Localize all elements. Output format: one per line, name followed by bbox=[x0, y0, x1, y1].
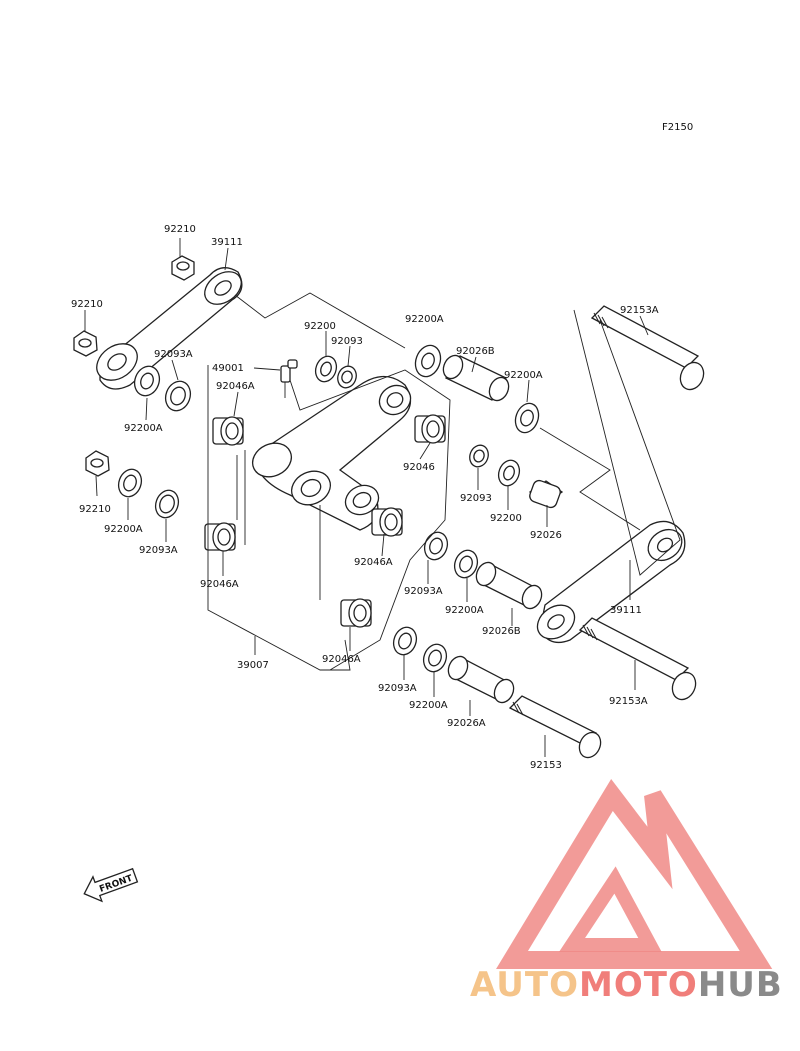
seal-92093A-upper bbox=[164, 380, 192, 412]
label-92200A-upper-left: 92200A bbox=[124, 423, 163, 434]
label-92093-mid: 92093 bbox=[460, 493, 492, 504]
svg-text:AUTOMOTOHUB: AUTOMOTOHUB bbox=[470, 965, 783, 1005]
watermark-triangle bbox=[496, 779, 773, 969]
watermark-logo: AUTOMOTOHUB bbox=[470, 779, 783, 1005]
nut-92210-top bbox=[171, 255, 195, 281]
nut-92210-left bbox=[73, 330, 98, 357]
label-39007: 39007 bbox=[237, 660, 269, 671]
washer-92200A-top bbox=[414, 344, 442, 378]
watermark-hub: HUB bbox=[698, 965, 783, 1005]
label-92026: 92026 bbox=[530, 530, 562, 541]
label-92093-top: 92093 bbox=[331, 336, 363, 347]
collar-92026A bbox=[447, 655, 515, 704]
watermark-auto: AUTO bbox=[470, 965, 579, 1005]
watermark-moto: MOTO bbox=[579, 965, 698, 1005]
label-92210-left: 92210 bbox=[71, 299, 103, 310]
bearing-92046 bbox=[414, 414, 446, 444]
seal-92093A-lower-left bbox=[154, 489, 180, 519]
rocker-arm bbox=[252, 375, 412, 531]
seal-92093-mid bbox=[469, 444, 489, 468]
collar-92026B-upper bbox=[442, 354, 510, 402]
label-92093A-lower-left: 92093A bbox=[139, 545, 178, 556]
label-leaders bbox=[84, 238, 649, 757]
label-49001: 49001 bbox=[212, 363, 244, 374]
washer-92200-top bbox=[314, 355, 338, 383]
front-arrow: FRONT bbox=[83, 867, 139, 903]
nut-92210-lower bbox=[85, 450, 110, 477]
label-92093A-upper: 92093A bbox=[154, 349, 193, 360]
collar-92026 bbox=[528, 479, 564, 509]
label-92046: 92046 bbox=[403, 462, 435, 473]
bolt-92153A-lower bbox=[578, 617, 697, 701]
label-92200A-right: 92200A bbox=[504, 370, 543, 381]
washer-92200A-right bbox=[514, 402, 540, 434]
bearing-92046A-upper bbox=[212, 416, 244, 446]
label-92026B-upper: 92026B bbox=[456, 346, 495, 357]
washer-92200A-upper-left bbox=[133, 365, 161, 397]
tie-rod-right bbox=[536, 520, 686, 644]
label-92093A-mid: 92093A bbox=[404, 586, 443, 597]
label-92046A-left: 92046A bbox=[200, 579, 239, 590]
label-39111-left: 39111 bbox=[211, 237, 243, 248]
label-92210-top: 92210 bbox=[164, 224, 196, 235]
part-labels: 92210 39111 92210 92093A 92200A 92200 92… bbox=[71, 224, 659, 771]
collar-92026B-lower bbox=[475, 561, 543, 610]
bearing-92046A-right bbox=[371, 507, 403, 537]
bolt-92153A-top bbox=[590, 305, 705, 391]
washer-92200A-lower-left bbox=[117, 468, 143, 498]
label-92046A-upper: 92046A bbox=[216, 381, 255, 392]
label-92026A: 92026A bbox=[447, 718, 486, 729]
bolt-92153 bbox=[508, 695, 602, 759]
label-92200A-mid: 92200A bbox=[445, 605, 484, 616]
label-92093A-bottom: 92093A bbox=[378, 683, 417, 694]
seal-92093-top bbox=[337, 365, 357, 389]
label-92046A-right: 92046A bbox=[354, 557, 393, 568]
tie-rod-left bbox=[96, 267, 243, 390]
label-92200-top: 92200 bbox=[304, 321, 336, 332]
grease-nipple-49001 bbox=[280, 359, 298, 398]
bearing-92046A-left bbox=[204, 522, 236, 552]
seal-92093A-mid bbox=[423, 531, 449, 561]
label-39111-right: 39111 bbox=[610, 605, 642, 616]
assembly-guide-lines bbox=[207, 292, 681, 671]
diagram-code: F2150 bbox=[662, 122, 693, 133]
seal-92093A-bottom bbox=[392, 626, 418, 656]
label-92200A-bottom: 92200A bbox=[409, 700, 448, 711]
label-92200A-lower-left: 92200A bbox=[104, 524, 143, 535]
label-92200A-top: 92200A bbox=[405, 314, 444, 325]
bearing-92046A-bottom bbox=[340, 598, 372, 628]
label-92153: 92153 bbox=[530, 760, 562, 771]
washer-92200A-bottom bbox=[422, 643, 448, 673]
washer-92200-mid bbox=[497, 459, 521, 487]
label-92026B-lower: 92026B bbox=[482, 626, 521, 637]
label-92046A-bottom: 92046A bbox=[322, 654, 361, 665]
label-92210-lower: 92210 bbox=[79, 504, 111, 515]
label-92200-mid: 92200 bbox=[490, 513, 522, 524]
washer-92200A-mid bbox=[453, 549, 479, 579]
label-92153A-lower: 92153A bbox=[609, 696, 648, 707]
label-92153A-top: 92153A bbox=[620, 305, 659, 316]
